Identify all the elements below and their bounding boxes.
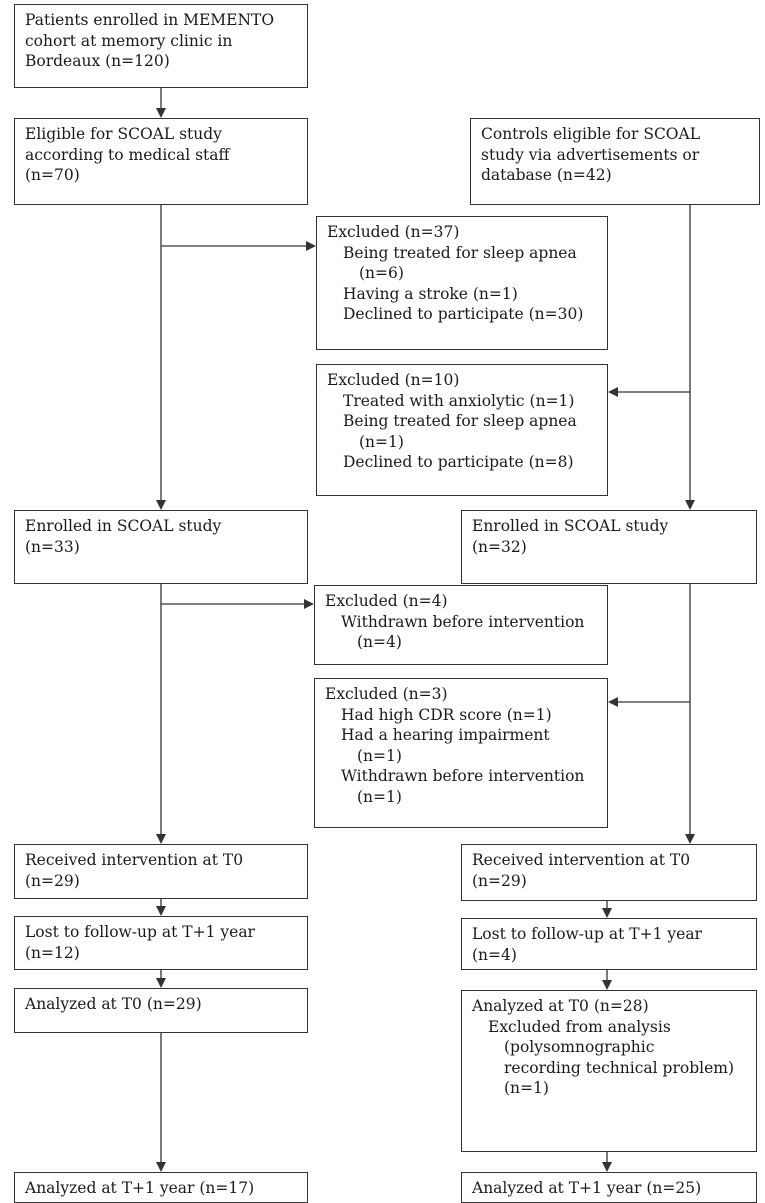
box-line: study via advertisements or [481,145,700,164]
box-line: (n=12) [25,943,80,962]
box-line: Excluded from analysis [488,1017,671,1036]
box-line: Being treated for sleep apnea [343,412,577,430]
box-line: Excluded (n=37) [327,223,460,241]
box-line: Had high CDR score (n=1) [341,705,552,724]
box-line: Treated with anxiolytic (n=1) [343,391,575,410]
box-line: Analyzed at T+1 year (n=17) [25,1179,255,1197]
box-line: Enrolled in SCOAL study [25,517,222,535]
box-line: (n=1) [359,432,404,451]
box-line: (n=4) [357,633,402,651]
box-line: recording technical problem) [504,1058,734,1077]
box-line: (n=33) [25,537,80,556]
box-received-controls: Received intervention at T0 (n=29) [461,844,757,901]
box-line: Eligible for SCOAL study [25,125,222,143]
box-line: (n=6) [359,264,404,282]
box-excluded-37: Excluded (n=37) Being treated for sleep … [316,216,608,350]
box-eligible-controls: Controls eligible for SCOAL study via ad… [470,118,760,205]
box-line: Excluded (n=3) [325,685,448,703]
box-memento-cohort: Patients enrolled in MEMENTO cohort at m… [14,4,308,88]
box-line: Had a hearing impairment [341,726,550,744]
box-line: (n=1) [504,1079,549,1097]
box-line: Controls eligible for SCOAL [481,125,701,143]
box-line: Declined to participate (n=8) [343,453,574,471]
box-excluded-10: Excluded (n=10) Treated with anxiolytic … [316,364,608,496]
box-line: Being treated for sleep apnea [343,243,577,262]
box-line: Having a stroke (n=1) [343,284,518,303]
box-line: (n=70) [25,166,80,184]
box-analyzed-t0-controls: Analyzed at T0 (n=28) Excluded from anal… [461,990,757,1152]
box-analyzed-t1-patients: Analyzed at T+1 year (n=17) [14,1172,308,1203]
box-line: (n=1) [357,746,402,765]
box-line: according to medical staff [25,145,230,164]
box-line: Lost to follow-up at T+1 year [25,923,255,941]
box-lost-patients: Lost to follow-up at T+1 year (n=12) [14,916,308,970]
box-line: (n=29) [472,871,527,890]
box-analyzed-t0-patients: Analyzed at T0 (n=29) [14,988,308,1033]
box-line: (n=29) [25,871,80,890]
box-line: Bordeaux (n=120) [25,52,170,70]
box-line: database (n=42) [481,166,612,184]
box-line: Lost to follow-up at T+1 year [472,925,702,943]
box-line: Analyzed at T0 (n=28) [472,997,649,1015]
box-analyzed-t1-controls: Analyzed at T+1 year (n=25) [461,1172,757,1203]
box-line: Excluded (n=10) [327,371,460,389]
box-enrolled-patients: Enrolled in SCOAL study (n=33) [14,510,308,584]
box-eligible-patients: Eligible for SCOAL study according to me… [14,118,308,205]
box-line: Analyzed at T0 (n=29) [25,995,202,1013]
box-line: (n=4) [472,945,517,964]
box-line: (polysomnographic [504,1038,655,1056]
box-excluded-4: Excluded (n=4) Withdrawn before interven… [314,585,608,665]
box-line: Excluded (n=4) [325,592,448,610]
box-enrolled-controls: Enrolled in SCOAL study (n=32) [461,510,757,584]
box-line: Declined to participate (n=30) [343,305,584,323]
box-line: (n=32) [472,537,527,556]
box-line: Withdrawn before intervention [341,612,585,631]
box-line: cohort at memory clinic in [25,31,233,50]
box-line: Analyzed at T+1 year (n=25) [472,1179,702,1197]
box-received-patients: Received intervention at T0 (n=29) [14,844,308,899]
box-excluded-3: Excluded (n=3) Had high CDR score (n=1) … [314,678,608,828]
box-line: (n=1) [357,787,402,806]
box-line: Received intervention at T0 [25,851,244,869]
box-line: Withdrawn before intervention [341,767,585,785]
box-line: Received intervention at T0 [472,851,691,869]
box-lost-controls: Lost to follow-up at T+1 year (n=4) [461,918,757,970]
box-line: Patients enrolled in MEMENTO [25,11,275,29]
box-line: Enrolled in SCOAL study [472,517,669,535]
